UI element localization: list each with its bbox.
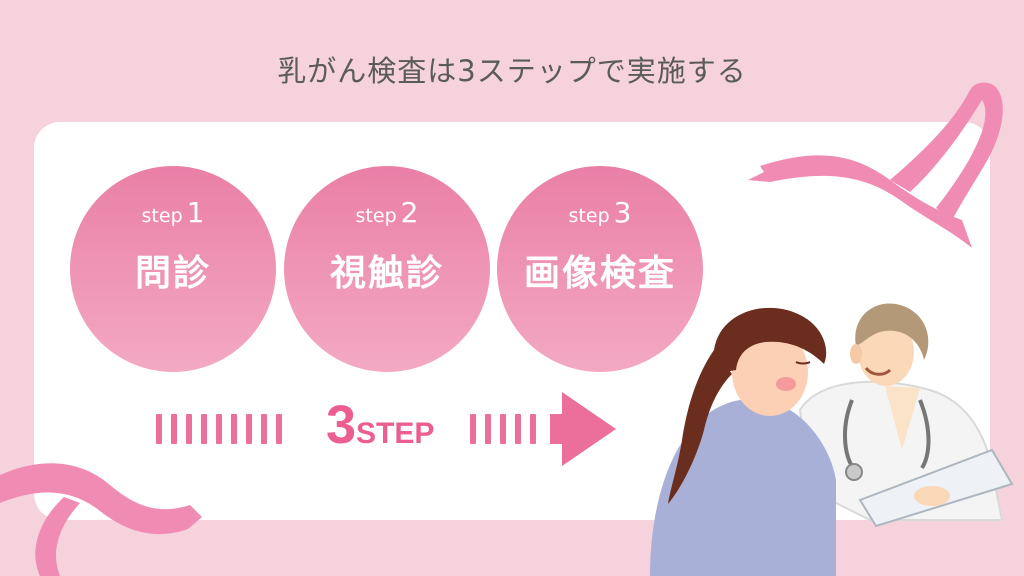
- step-number: 1: [186, 196, 205, 229]
- doctor-patient-illustration: [650, 303, 1014, 576]
- three-step-label: 3STEP: [326, 394, 434, 456]
- step-name-2: 視触診: [329, 253, 444, 294]
- flow-bars-right: [470, 414, 560, 444]
- step-word: step: [141, 205, 183, 227]
- three-step-number: 3: [326, 395, 357, 455]
- step-number: 3: [613, 196, 632, 229]
- step-name-1: 問診: [134, 253, 211, 294]
- step-number: 2: [400, 196, 419, 229]
- ribbon-top-right-icon: [748, 82, 1003, 248]
- three-step-word: STEP: [356, 417, 435, 450]
- step-word: step: [355, 205, 397, 227]
- page-title: 乳がん検査は3ステップで実施する: [277, 54, 747, 88]
- arrow-right-icon: [550, 392, 616, 466]
- flow-bars-left: [156, 414, 296, 444]
- step-word: step: [568, 205, 610, 227]
- step-name-3: 画像検査: [523, 253, 676, 294]
- ribbon-bottom-left-icon: [0, 463, 202, 576]
